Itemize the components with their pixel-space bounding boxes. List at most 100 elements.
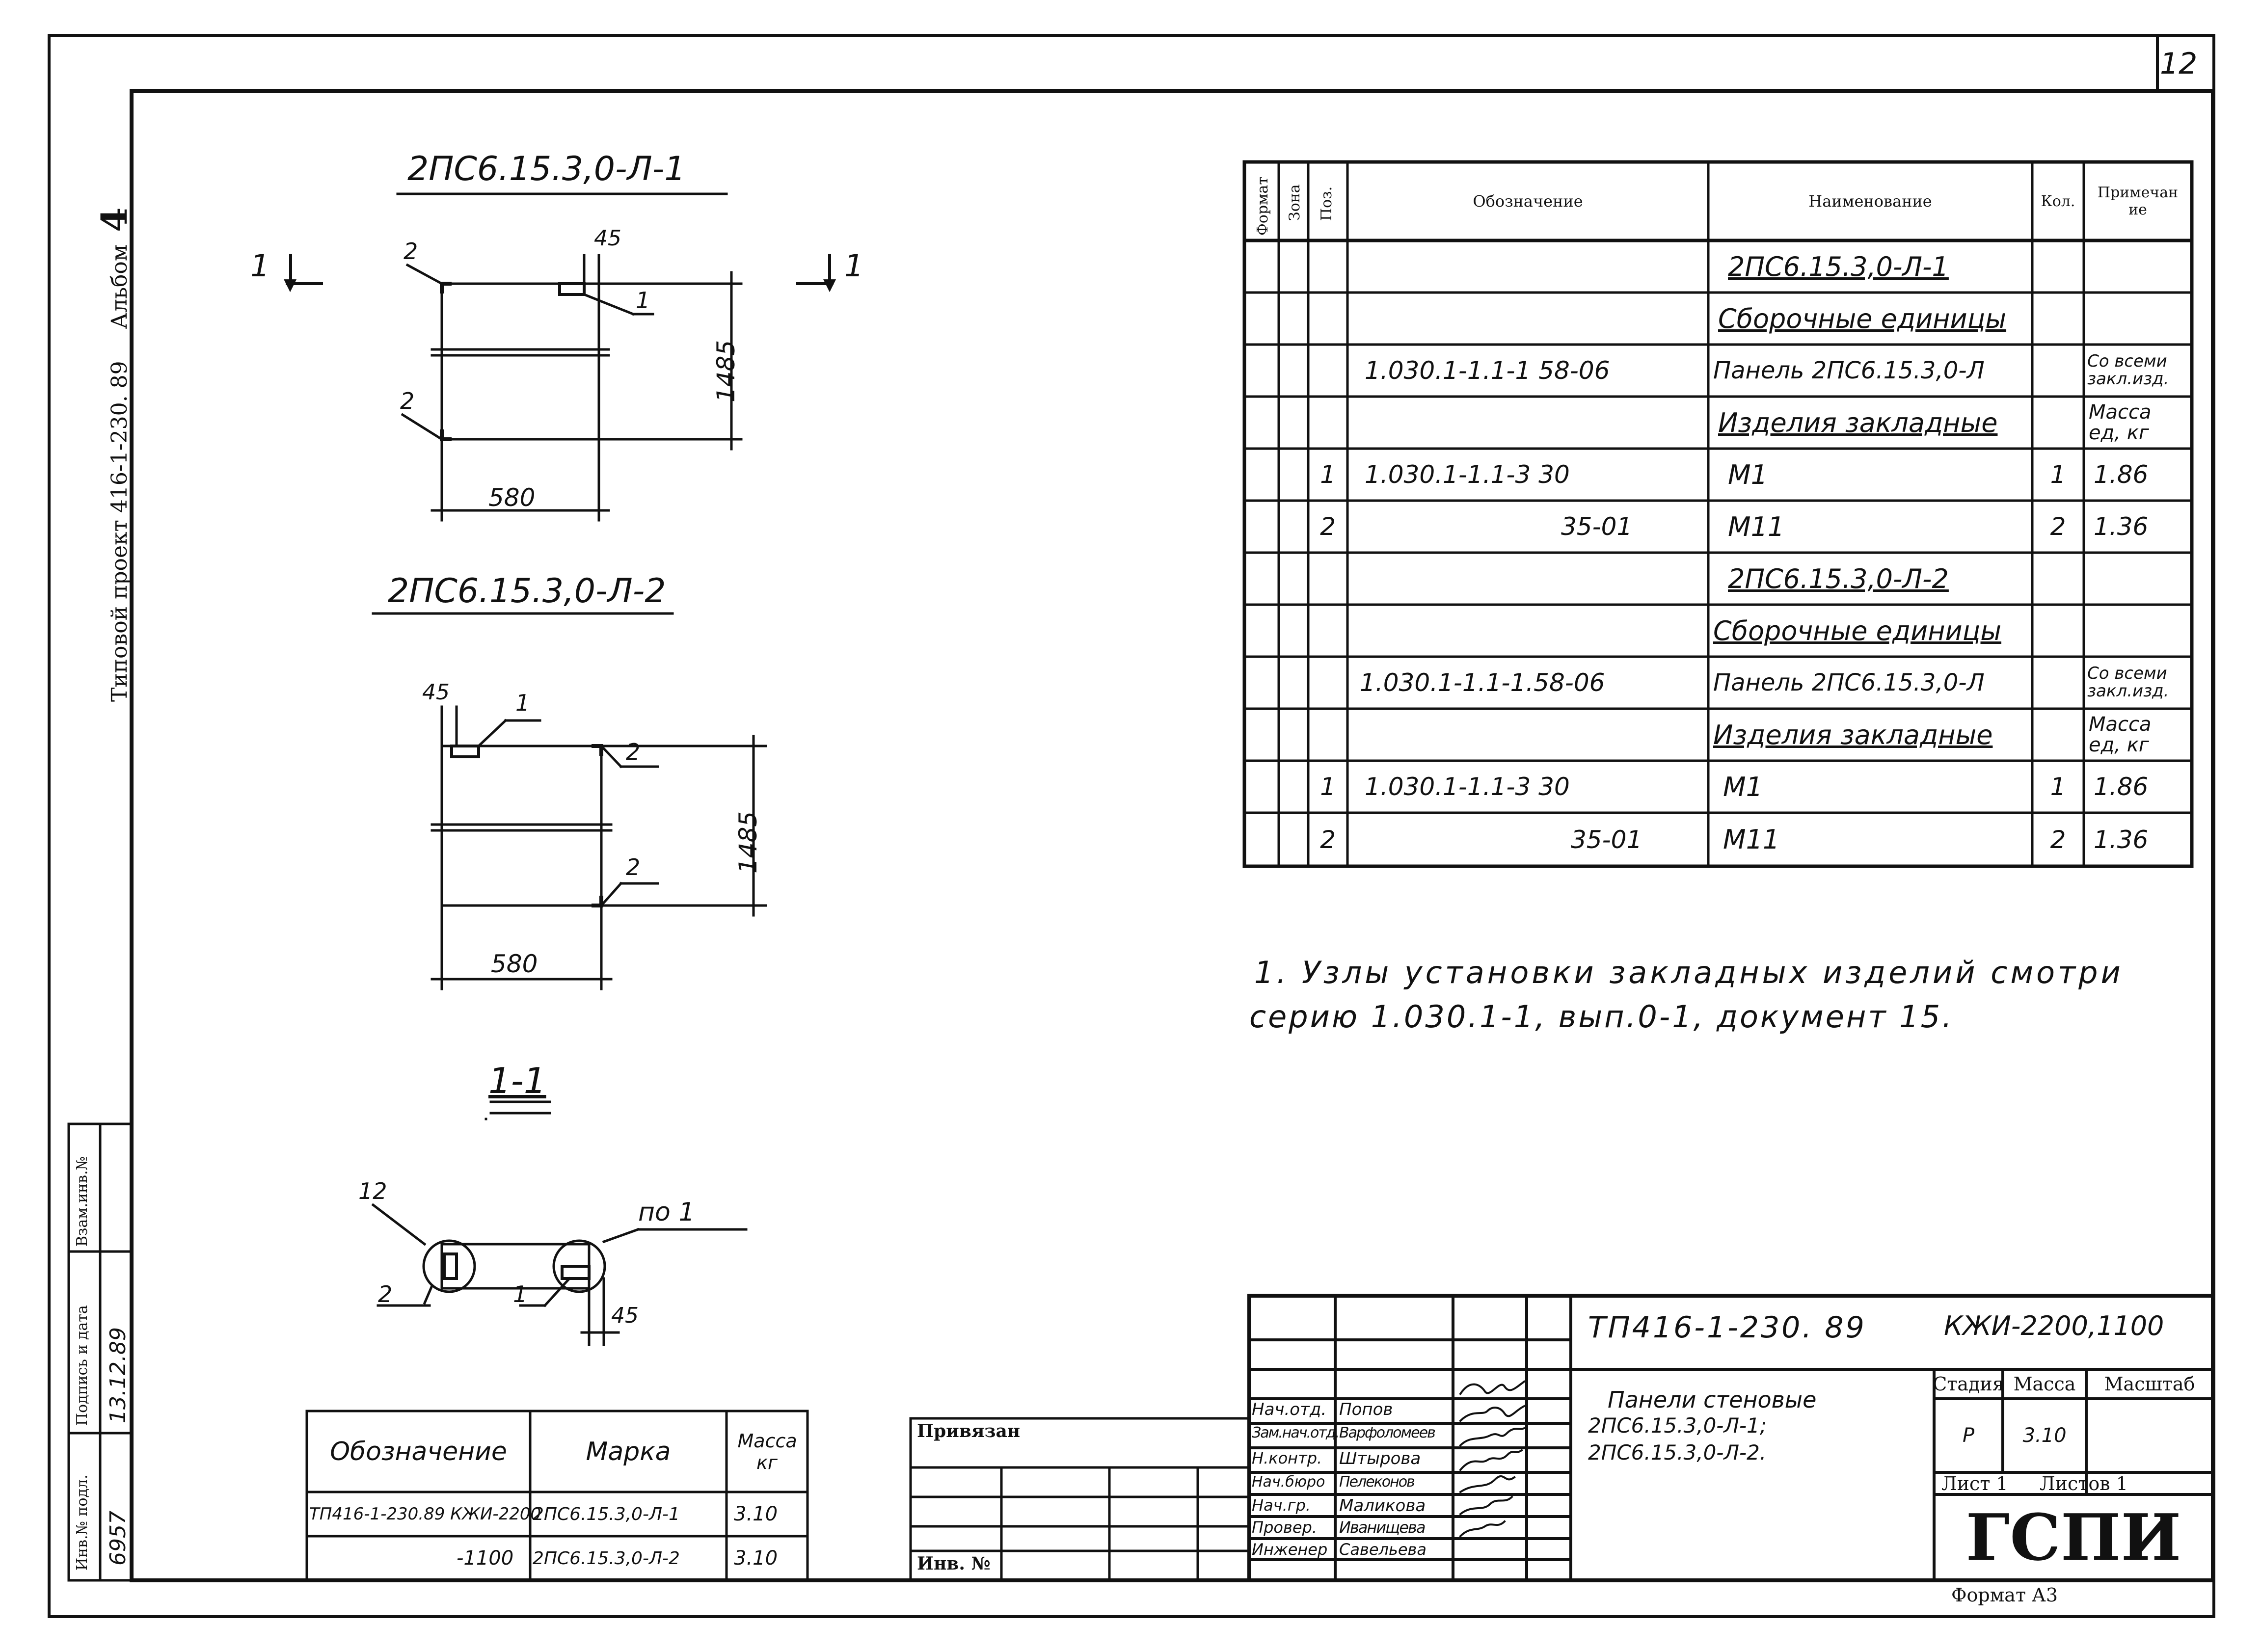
tb-name-5: Маликова — [1339, 1496, 1426, 1516]
strip-label-replace: Взам.инв.№ — [74, 1156, 91, 1247]
marks-row-1-code: ТП416-1-230.89 КЖИ-2200 — [309, 1504, 541, 1524]
spec-row-12-qty: 2 — [2050, 825, 2066, 854]
tb-mass-label: Масса — [2013, 1373, 2076, 1395]
spec-row-6-code: 35-01 — [1561, 512, 1633, 541]
tb-name-6: Иванищева — [1339, 1518, 1426, 1537]
marks-row-2-code: -1100 — [457, 1547, 514, 1570]
spec-row-11-code: 1.030.1-1.1-3 30 — [1365, 773, 1570, 801]
tb-stage-value: Р — [1962, 1424, 1975, 1447]
drawing2-title: 2ПС6.15.3,0-Л-2 — [388, 572, 666, 611]
section-pos1: 1 — [513, 1281, 528, 1307]
spec-row-6-name: М11 — [1728, 511, 1785, 542]
drawing2-width-dim: 580 — [491, 950, 538, 978]
drawing1-pos1: 1 — [636, 287, 650, 314]
tb-name-3: Штырова — [1339, 1449, 1421, 1468]
strip-label-inventory: Инв.№ подл. — [74, 1474, 91, 1571]
side-title: Типовой проект 416-1-230. 89 Альбом 4 — [93, 113, 135, 702]
drawing2-height-dim: 1485 — [734, 811, 762, 874]
tb-role-4: Нач.бюро — [1252, 1473, 1325, 1491]
tb-mass-value: 3.10 — [2022, 1424, 2067, 1447]
spec-row-4-name: Изделия закладные — [1718, 407, 1998, 438]
spec-row-9-name: Панель 2ПС6.15.3,0-Л — [1713, 669, 1985, 696]
spec-header-note-text: Примечание — [2097, 184, 2179, 218]
spec-header-format: Формат — [1254, 177, 1271, 236]
spec-header-pos: Поз. — [1318, 186, 1335, 221]
drawing2-offset-dim: 45 — [422, 680, 450, 705]
spec-header-code: Обозначение — [1473, 192, 1583, 211]
drawing2-pos2b: 2 — [626, 854, 641, 880]
spec-row-5-name: М1 — [1728, 459, 1768, 490]
marks-row-2-mark: 2ПС6.15.3,0-Л-2 — [533, 1548, 680, 1569]
spec-row-6-note: 1.36 — [2094, 512, 2149, 541]
section-title: 1-1 — [488, 1060, 546, 1101]
tb-stage-label: Стадия — [1933, 1373, 2004, 1395]
album-number: 4 — [93, 207, 135, 232]
spec-row-1-name: 2ПС6.15.3,0-Л-1 — [1728, 251, 1949, 282]
spec-row-5-pos: 1 — [1320, 460, 1336, 489]
spec-header-name: Наименование — [1808, 192, 1932, 211]
tb-desc-2: 2ПС6.15.3,0-Л-1; — [1588, 1413, 1767, 1438]
spec-row-5-note: 1.86 — [2094, 460, 2149, 489]
spec-row-3-note: Со всеми закл.изд. — [2087, 351, 2169, 389]
tb-sheet-label: Лист 1 — [1941, 1472, 2008, 1494]
bind-box-title: Привязан — [917, 1421, 1021, 1441]
spec-table-grid — [1242, 160, 2194, 868]
spec-row-9-note: Со всеми закл.изд. — [2087, 664, 2169, 701]
drawing1-height-dim: 1485 — [712, 340, 740, 402]
spec-row-8-name: Сборочные единицы — [1713, 615, 2002, 646]
bind-box-grid — [909, 1417, 1251, 1582]
spec-row-11-qty: 1 — [2050, 773, 2066, 801]
signatures — [1459, 1380, 1526, 1538]
tb-role-3: Н.контр. — [1252, 1449, 1322, 1467]
tb-role-1: Нач.отд. — [1252, 1400, 1327, 1419]
spec-row-10-name: Изделия закладные — [1713, 719, 1993, 750]
section-offset: 45 — [611, 1303, 639, 1328]
tb-role-6: Провер. — [1252, 1518, 1317, 1537]
spec-row-5-qty: 1 — [2050, 460, 2066, 489]
marks-table-grid — [305, 1410, 809, 1582]
spec-row-3-code: 1.030.1-1.1-1 58-06 — [1365, 356, 1610, 385]
album-label: Альбом — [107, 244, 132, 329]
strip-date: 13.12.89 — [106, 1327, 131, 1423]
drawing1-width-dim: 580 — [488, 483, 536, 512]
panel2-outline — [372, 612, 767, 990]
drawing1-offset-dim: 45 — [594, 226, 621, 251]
spec-header-qty: Кол. — [2041, 192, 2075, 210]
note-line-2: серию 1.030.1-1, вып.0-1, документ 15. — [1249, 999, 1954, 1035]
section-mark-lines — [286, 254, 834, 285]
spec-row-11-note: 1.86 — [2094, 773, 2149, 801]
section-arrow-left: ▼ — [284, 275, 297, 294]
marks-row-1-mass: 3.10 — [734, 1503, 778, 1525]
section-geometry — [371, 1100, 748, 1346]
spec-header-note: Примечание — [2084, 162, 2192, 240]
sheet-number: 12 — [2160, 47, 2198, 81]
tb-doc-suffix: КЖИ-2200,1100 — [1944, 1310, 2164, 1341]
spec-row-3-name: Панель 2ПС6.15.3,0-Л — [1713, 357, 1985, 384]
tb-role-2: Зам.нач.отд. — [1252, 1424, 1340, 1441]
tb-desc-1: Панели стеновые — [1608, 1386, 1817, 1413]
spec-header-zone: Зона — [1286, 184, 1303, 221]
section-mark-right: 1 — [844, 248, 864, 284]
bind-box-inv: Инв. № — [917, 1553, 991, 1574]
spec-row-6-qty: 2 — [2050, 512, 2066, 541]
marks-header-mass: Масса кг — [727, 1411, 808, 1492]
panel1-outline — [396, 192, 743, 522]
tb-name-7: Савельева — [1339, 1540, 1427, 1559]
tb-role-5: Нач.гр. — [1252, 1496, 1311, 1515]
drawing1-title: 2ПС6.15.3,0-Л-1 — [407, 150, 686, 188]
spec-row-4-note: Масса ед, кг — [2089, 401, 2152, 444]
tb-org: ГСПИ — [1965, 1500, 2181, 1575]
tb-scale-label: Масштаб — [2104, 1373, 2195, 1395]
drawing1-pos2a: 2 — [404, 238, 418, 265]
spec-row-2-name: Сборочные единицы — [1718, 303, 2007, 334]
section-pos-note: по 1 — [638, 1198, 695, 1227]
drawing1-pos2b: 2 — [400, 388, 415, 414]
tb-role-7: Инженер — [1252, 1540, 1328, 1559]
side-project-label: Типовой проект 416-1-230. 89 — [107, 361, 132, 702]
format-label: Формат А3 — [1951, 1584, 2058, 1606]
marks-header-mass-text: Масса кг — [737, 1430, 797, 1473]
spec-row-9-code: 1.030.1-1.1-1.58-06 — [1360, 668, 1605, 697]
marks-header-mark: Марка — [586, 1437, 671, 1466]
section-pos12: 12 — [358, 1178, 387, 1204]
